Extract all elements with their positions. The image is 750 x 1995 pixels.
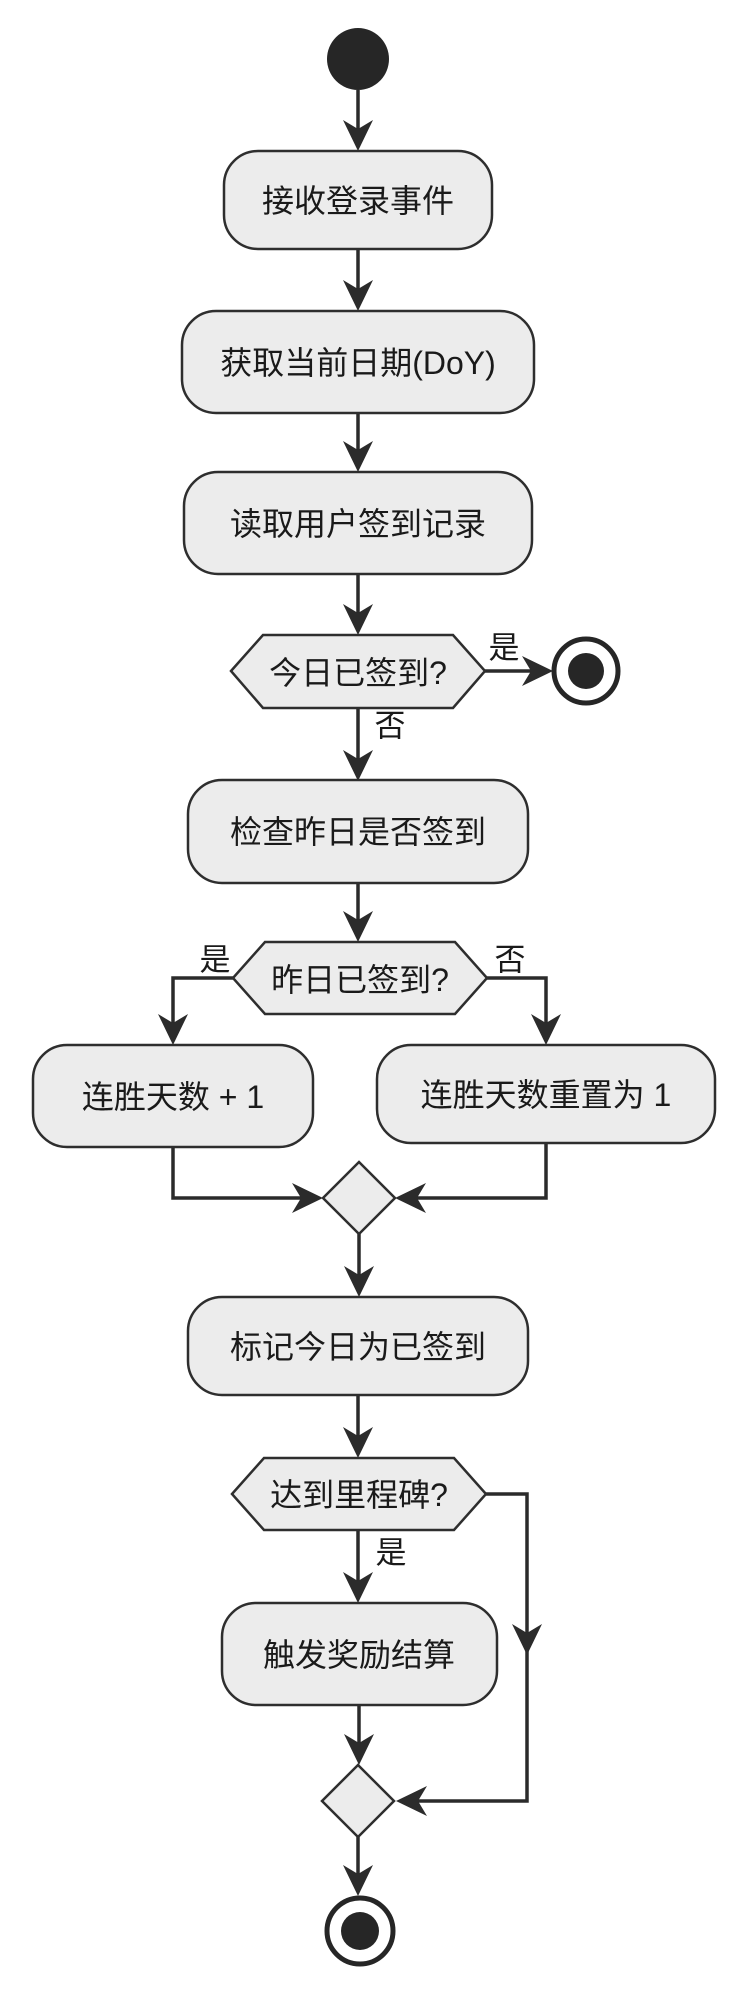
edge-milestone-yes-to-trigger-reward: 是 xyxy=(343,1530,407,1603)
edge-merge-to-end xyxy=(343,1837,373,1896)
edge-label-today-yes: 是 xyxy=(489,631,520,666)
decision-milestone: 达到里程碑? xyxy=(230,1456,488,1532)
edge-check-yesterday-to-yesterday-checked xyxy=(343,883,373,942)
edge-read-record-to-today-checked xyxy=(343,574,373,635)
edge-merge-to-mark-today xyxy=(344,1234,374,1297)
start-circle xyxy=(327,28,389,90)
node-get-date: 获取当前日期(DoY) xyxy=(180,309,536,415)
edge-today-checked-no-to-check-yesterday: 否 xyxy=(343,708,406,781)
edge-get-date-to-read-record xyxy=(343,413,373,472)
edge-receive-login-to-get-date xyxy=(343,249,373,311)
start-node xyxy=(327,28,389,90)
node-box xyxy=(182,470,534,576)
edge-yesterday-yes-to-streak-plus: 是 xyxy=(158,943,233,1045)
node-box xyxy=(186,778,530,885)
decision-hexagon xyxy=(230,1456,488,1532)
node-box xyxy=(180,309,536,415)
node-label: 连胜天数重置为 1 xyxy=(421,1077,672,1113)
node-trigger-reward: 触发奖励结算 xyxy=(220,1601,499,1707)
node-box xyxy=(220,1601,499,1707)
node-label: 触发奖励结算 xyxy=(263,1637,455,1673)
node-label: 达到里程碑? xyxy=(270,1477,448,1513)
edge-streak-reset-to-merge xyxy=(395,1143,548,1213)
edge-trigger-reward-to-merge xyxy=(344,1705,374,1765)
node-label: 获取当前日期(DoY) xyxy=(220,345,496,381)
decision-today-checked: 今日已签到? xyxy=(229,633,487,710)
edge-milestone-bypass-to-merge xyxy=(396,1492,542,1816)
node-label: 读取用户签到记录 xyxy=(230,506,486,542)
node-label: 检查昨日是否签到 xyxy=(230,814,486,850)
merge-diamond-reward xyxy=(320,1763,396,1839)
node-mark-today: 标记今日为已签到 xyxy=(186,1295,530,1397)
decision-hexagon xyxy=(229,633,487,710)
edge-mark-today-to-milestone xyxy=(343,1395,373,1458)
node-box xyxy=(186,1295,530,1397)
node-label: 昨日已签到? xyxy=(271,962,449,998)
edge-label-today-no: 否 xyxy=(375,709,406,744)
edge-yesterday-no-to-streak-reset: 否 xyxy=(487,943,561,1045)
merge-diamond xyxy=(320,1763,396,1839)
node-box xyxy=(375,1043,717,1145)
node-label: 今日已签到? xyxy=(269,655,447,691)
decision-hexagon xyxy=(231,940,489,1016)
node-label: 连胜天数 + 1 xyxy=(82,1079,264,1115)
edge-start-to-receive-login xyxy=(343,90,373,151)
node-label: 接收登录事件 xyxy=(262,183,454,219)
node-label: 标记今日为已签到 xyxy=(230,1329,486,1365)
merge-diamond-streak xyxy=(321,1160,397,1236)
node-check-yesterday: 检查昨日是否签到 xyxy=(186,778,530,885)
edge-label-yesterday-no: 否 xyxy=(495,943,526,978)
decision-yesterday-checked: 昨日已签到? xyxy=(231,940,489,1016)
end-node-final xyxy=(324,1895,396,1967)
node-read-record: 读取用户签到记录 xyxy=(182,470,534,576)
end-node-early xyxy=(551,636,621,706)
edge-label-yesterday-yes: 是 xyxy=(200,943,231,978)
edge-streak-plus-to-merge xyxy=(171,1147,323,1213)
node-streak-reset: 连胜天数重置为 1 xyxy=(375,1043,717,1145)
edge-today-checked-yes-to-end: 是 xyxy=(485,631,553,686)
node-box xyxy=(31,1043,315,1149)
end-circle-dot xyxy=(568,653,604,689)
node-box xyxy=(222,149,494,251)
end-circle-dot xyxy=(341,1912,379,1950)
merge-diamond xyxy=(321,1160,397,1236)
node-receive-login: 接收登录事件 xyxy=(222,149,494,251)
edge-label-milestone-yes: 是 xyxy=(376,1536,407,1571)
node-streak-plus: 连胜天数 + 1 xyxy=(31,1043,315,1149)
